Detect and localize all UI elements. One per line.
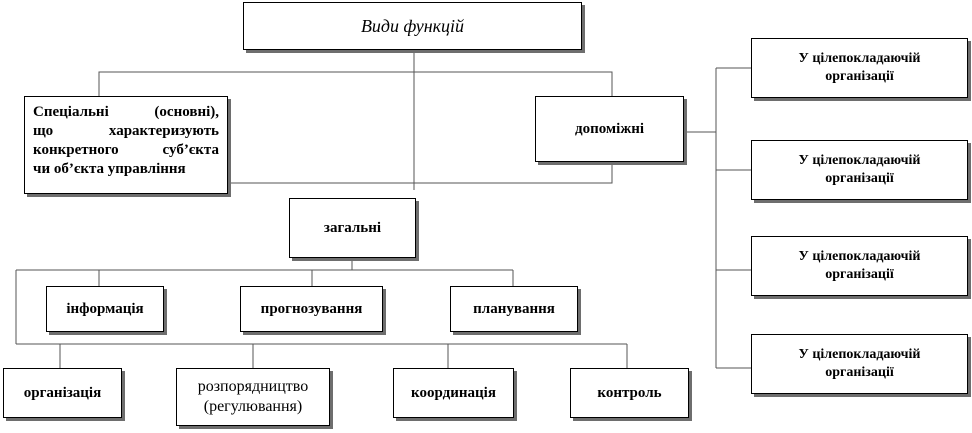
level1-information-text: інформація: [66, 301, 144, 317]
general-text: загальні: [323, 220, 382, 236]
right-box-2-line1: У цілепокладаючій: [798, 153, 921, 168]
level2-coordination-text: координація: [411, 385, 496, 401]
level2-regulation-line1: розпорядництво: [197, 378, 309, 395]
right-box-4: У цілепокладаючій організації: [751, 334, 968, 394]
right-box-2-line2: організації: [825, 171, 894, 186]
level2-regulation-line2: (регулювання): [203, 398, 303, 415]
connector-bottom-link: [228, 162, 613, 184]
special-line-2: що характеризують: [33, 123, 219, 139]
special-line-3: конкретного суб’єкта: [33, 142, 219, 158]
right-box-1-line2: організації: [825, 69, 894, 84]
right-box-4-line1: У цілепокладаючій: [798, 347, 921, 362]
level1-forecasting-box: прогнозування: [240, 286, 383, 332]
right-box-3-line1: У цілепокладаючій: [798, 249, 921, 264]
right-box-1: У цілепокладаючій організації: [751, 38, 968, 98]
title-box: Види функцій: [243, 2, 582, 50]
general-functions-box: загальні: [289, 198, 416, 258]
level1-information-box: інформація: [46, 286, 164, 332]
level2-organization-box: організація: [3, 368, 122, 418]
level1-planning-box: планування: [450, 286, 578, 332]
right-box-3: У цілепокладаючій організації: [751, 236, 968, 296]
level2-control-box: контроль: [570, 368, 689, 418]
level2-organization-text: організація: [23, 385, 102, 401]
connector-top-bracket: [98, 71, 613, 96]
right-box-2: У цілепокладаючій організації: [751, 140, 968, 200]
auxiliary-text: допоміжні: [574, 121, 645, 137]
level1-forecasting-text: прогнозування: [260, 301, 363, 317]
right-box-1-line1: У цілепокладаючій: [798, 51, 921, 66]
level2-control-text: контроль: [597, 385, 662, 401]
right-box-3-line2: організації: [825, 267, 894, 282]
special-line-1: Спеціальні (основні),: [33, 104, 219, 120]
level2-regulation-box: розпорядництво (регулювання): [176, 368, 330, 426]
auxiliary-functions-box: допоміжні: [535, 96, 684, 162]
special-functions-box: Спеціальні (основні), що характеризують …: [24, 96, 228, 194]
special-line-4: чи об’єкта управління: [33, 161, 186, 177]
right-box-4-line2: організації: [825, 365, 894, 380]
title-text: Види функцій: [360, 16, 465, 36]
level1-planning-text: планування: [473, 301, 555, 317]
level2-coordination-box: координація: [393, 368, 514, 418]
